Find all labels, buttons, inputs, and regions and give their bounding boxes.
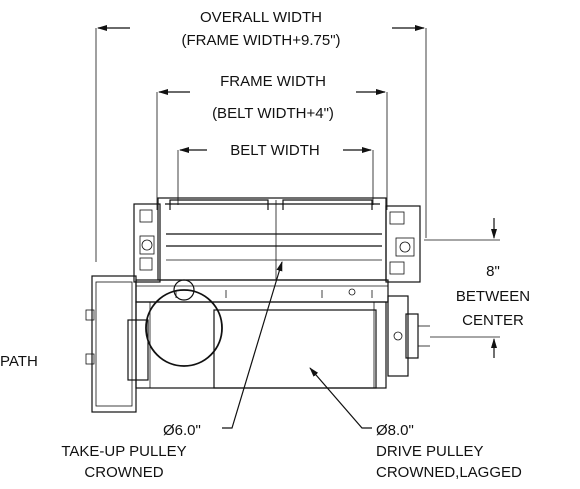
between-center-value: 8" [486, 263, 500, 280]
text-labels: OVERALL WIDTH (FRAME WIDTH+9.75") FRAME … [0, 9, 530, 481]
drive-pulley-label: DRIVE PULLEY [376, 443, 484, 460]
frame-width-formula: (BELT WIDTH+4") [212, 105, 334, 122]
overall-width-dimension [95, 25, 427, 262]
drive-crowned-label: CROWNED,LAGGED [376, 464, 522, 481]
between-center-dimension [424, 218, 500, 358]
takeup-diameter: Ø6.0" [163, 422, 201, 439]
leader-lines [222, 261, 372, 429]
between-label: BETWEEN [456, 288, 530, 305]
center-label: CENTER [462, 312, 524, 329]
takeup-pulley-label: TAKE-UP PULLEY [61, 443, 186, 460]
takeup-crowned-label: CROWNED [84, 464, 163, 481]
frame-width-label: FRAME WIDTH [220, 73, 326, 90]
conveyor-assembly [85, 197, 430, 413]
belt-width-dimension [177, 147, 374, 205]
path-label: PATH [0, 353, 38, 370]
belt-width-label: BELT WIDTH [230, 142, 319, 159]
frame-width-dimension [156, 89, 388, 210]
drive-diameter: Ø8.0" [376, 422, 414, 439]
overall-width-formula: (FRAME WIDTH+9.75") [181, 32, 340, 49]
overall-width-label: OVERALL WIDTH [200, 9, 322, 26]
